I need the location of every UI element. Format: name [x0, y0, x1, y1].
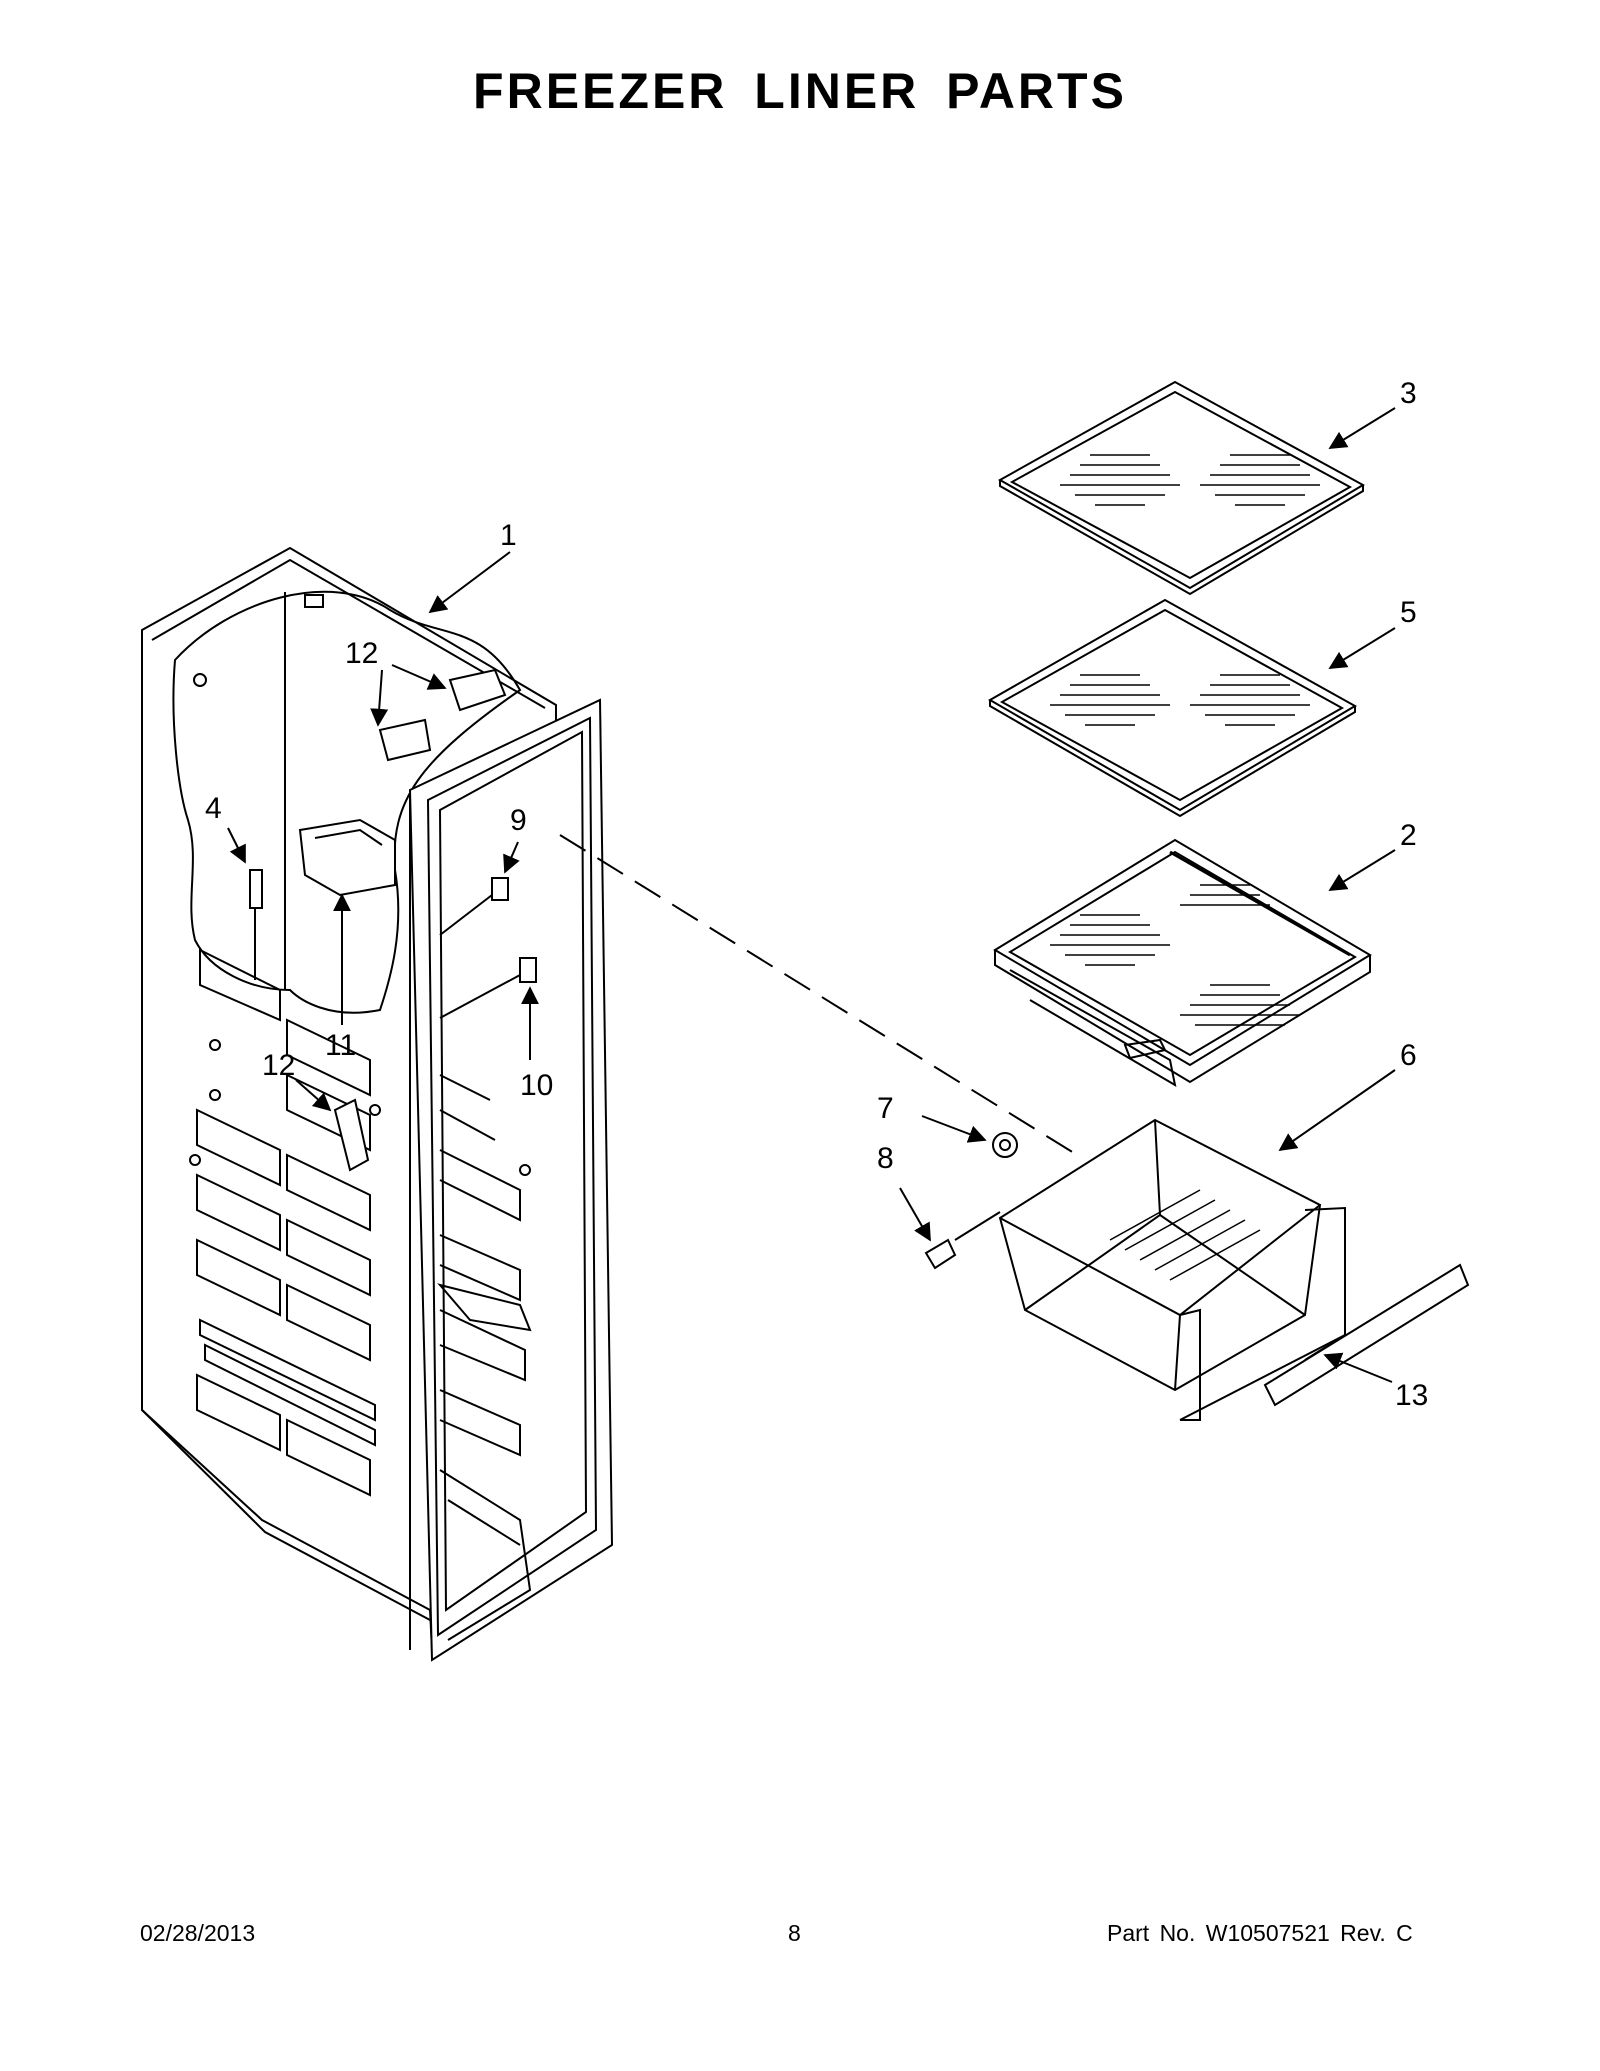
callout-10: 10: [520, 1069, 553, 1102]
callout-11: 11: [325, 1029, 356, 1062]
freezer-liner: [141, 546, 614, 1662]
shelf-part-2: [993, 838, 1372, 1087]
callout-6: 6: [1400, 1039, 1417, 1072]
callout-arrows: [227, 407, 1396, 1383]
shelf-part-3: [997, 380, 1366, 596]
crisper-drawer-part-6: [924, 1118, 1470, 1421]
callout-2: 2: [1400, 819, 1417, 852]
shelf-part-5: [987, 598, 1358, 818]
footer-part-number: Part No. W10507521 Rev. C: [1107, 1920, 1413, 1946]
callout-7: 7: [877, 1092, 894, 1125]
footer-page-number: 8: [788, 1920, 801, 1946]
callout-1: 1: [500, 519, 517, 552]
callout-4: 4: [205, 792, 222, 825]
callout-13: 13: [1395, 1379, 1428, 1412]
callout-12-upper: 12: [345, 637, 378, 670]
callout-12-lower: 12: [262, 1049, 295, 1082]
callout-9: 9: [510, 804, 527, 837]
footer-date: 02/28/2013: [140, 1920, 256, 1946]
callout-8: 8: [877, 1142, 894, 1175]
callout-3: 3: [1400, 377, 1417, 410]
alignment-dashed-line: [559, 834, 1083, 1159]
callout-5: 5: [1400, 596, 1417, 629]
page-title: FREEZER LINER PARTS: [473, 63, 1127, 119]
